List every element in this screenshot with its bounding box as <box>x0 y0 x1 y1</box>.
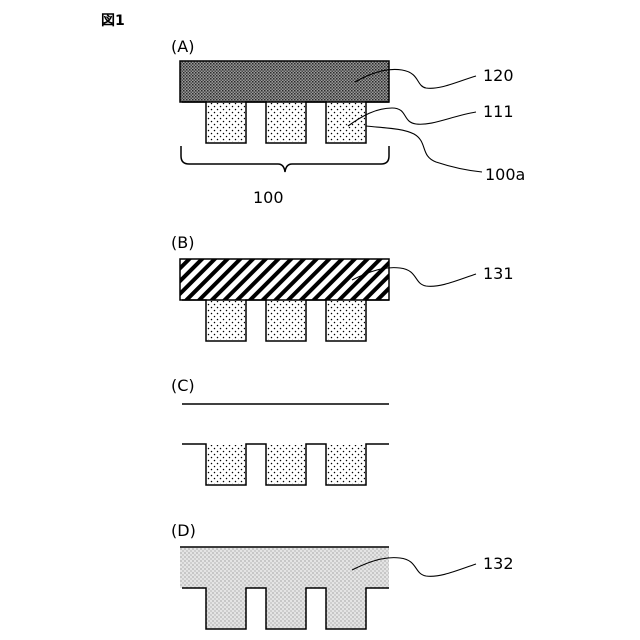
comb-tooth-fill <box>267 301 305 340</box>
panel-d: (D) 132 <box>171 521 514 629</box>
comb-tooth-fill <box>327 445 365 484</box>
comb-tooth-fill <box>207 301 245 340</box>
label-100: 100 <box>253 188 284 207</box>
panel-a-label: (A) <box>171 37 194 56</box>
comb-tooth-fill <box>327 103 365 142</box>
panel-c-label: (C) <box>171 376 195 395</box>
layer-131 <box>180 259 389 300</box>
comb-tooth-fill <box>267 103 305 142</box>
label-132: 132 <box>483 554 514 573</box>
label-111: 111 <box>483 102 514 121</box>
panel-b: (B) 131 <box>171 233 514 341</box>
bracket-100 <box>181 146 389 172</box>
label-100a: 100a <box>485 165 525 184</box>
layer-120 <box>180 61 389 102</box>
label-131: 131 <box>483 264 514 283</box>
panel-b-label: (B) <box>171 233 194 252</box>
comb-tooth-fill <box>207 103 245 142</box>
panel-c: (C) <box>171 376 389 485</box>
figure-title: 図1 <box>101 13 125 29</box>
label-120: 120 <box>483 66 514 85</box>
comb-tooth-fill <box>267 445 305 484</box>
layer-132 <box>180 547 389 629</box>
leader-100a <box>366 126 482 172</box>
panel-a: (A) 100 120 111 100a <box>171 37 525 207</box>
comb-tooth-fill <box>207 445 245 484</box>
comb-tooth-fill <box>327 301 365 340</box>
leader-111 <box>348 108 476 126</box>
panel-d-label: (D) <box>171 521 196 540</box>
